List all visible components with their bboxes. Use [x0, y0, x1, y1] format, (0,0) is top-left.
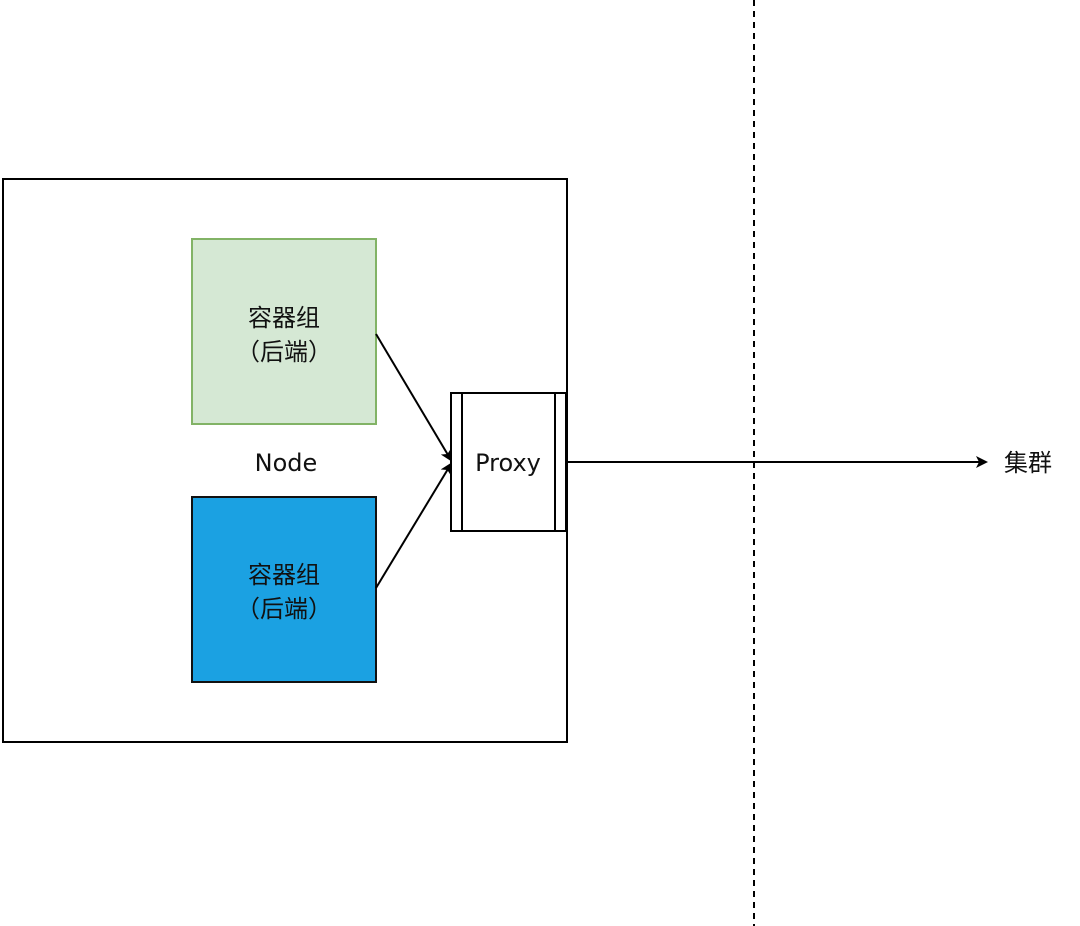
pod-2-title: 容器组 — [248, 561, 320, 589]
pod-box-2 — [191, 496, 377, 683]
cluster-label: 集群 — [1004, 449, 1052, 477]
proxy-label: Proxy — [475, 449, 541, 477]
arrow-pod2-to-proxy — [375, 462, 453, 589]
arrow-pod1-to-proxy — [375, 333, 453, 462]
node-label: Node — [255, 449, 318, 477]
pod-1-subtitle: （后端） — [236, 338, 332, 366]
proxy-box — [450, 392, 567, 532]
pod-1-title: 容器组 — [248, 304, 320, 332]
pod-box-1 — [191, 238, 377, 425]
pod-2-subtitle: （后端） — [236, 595, 332, 623]
